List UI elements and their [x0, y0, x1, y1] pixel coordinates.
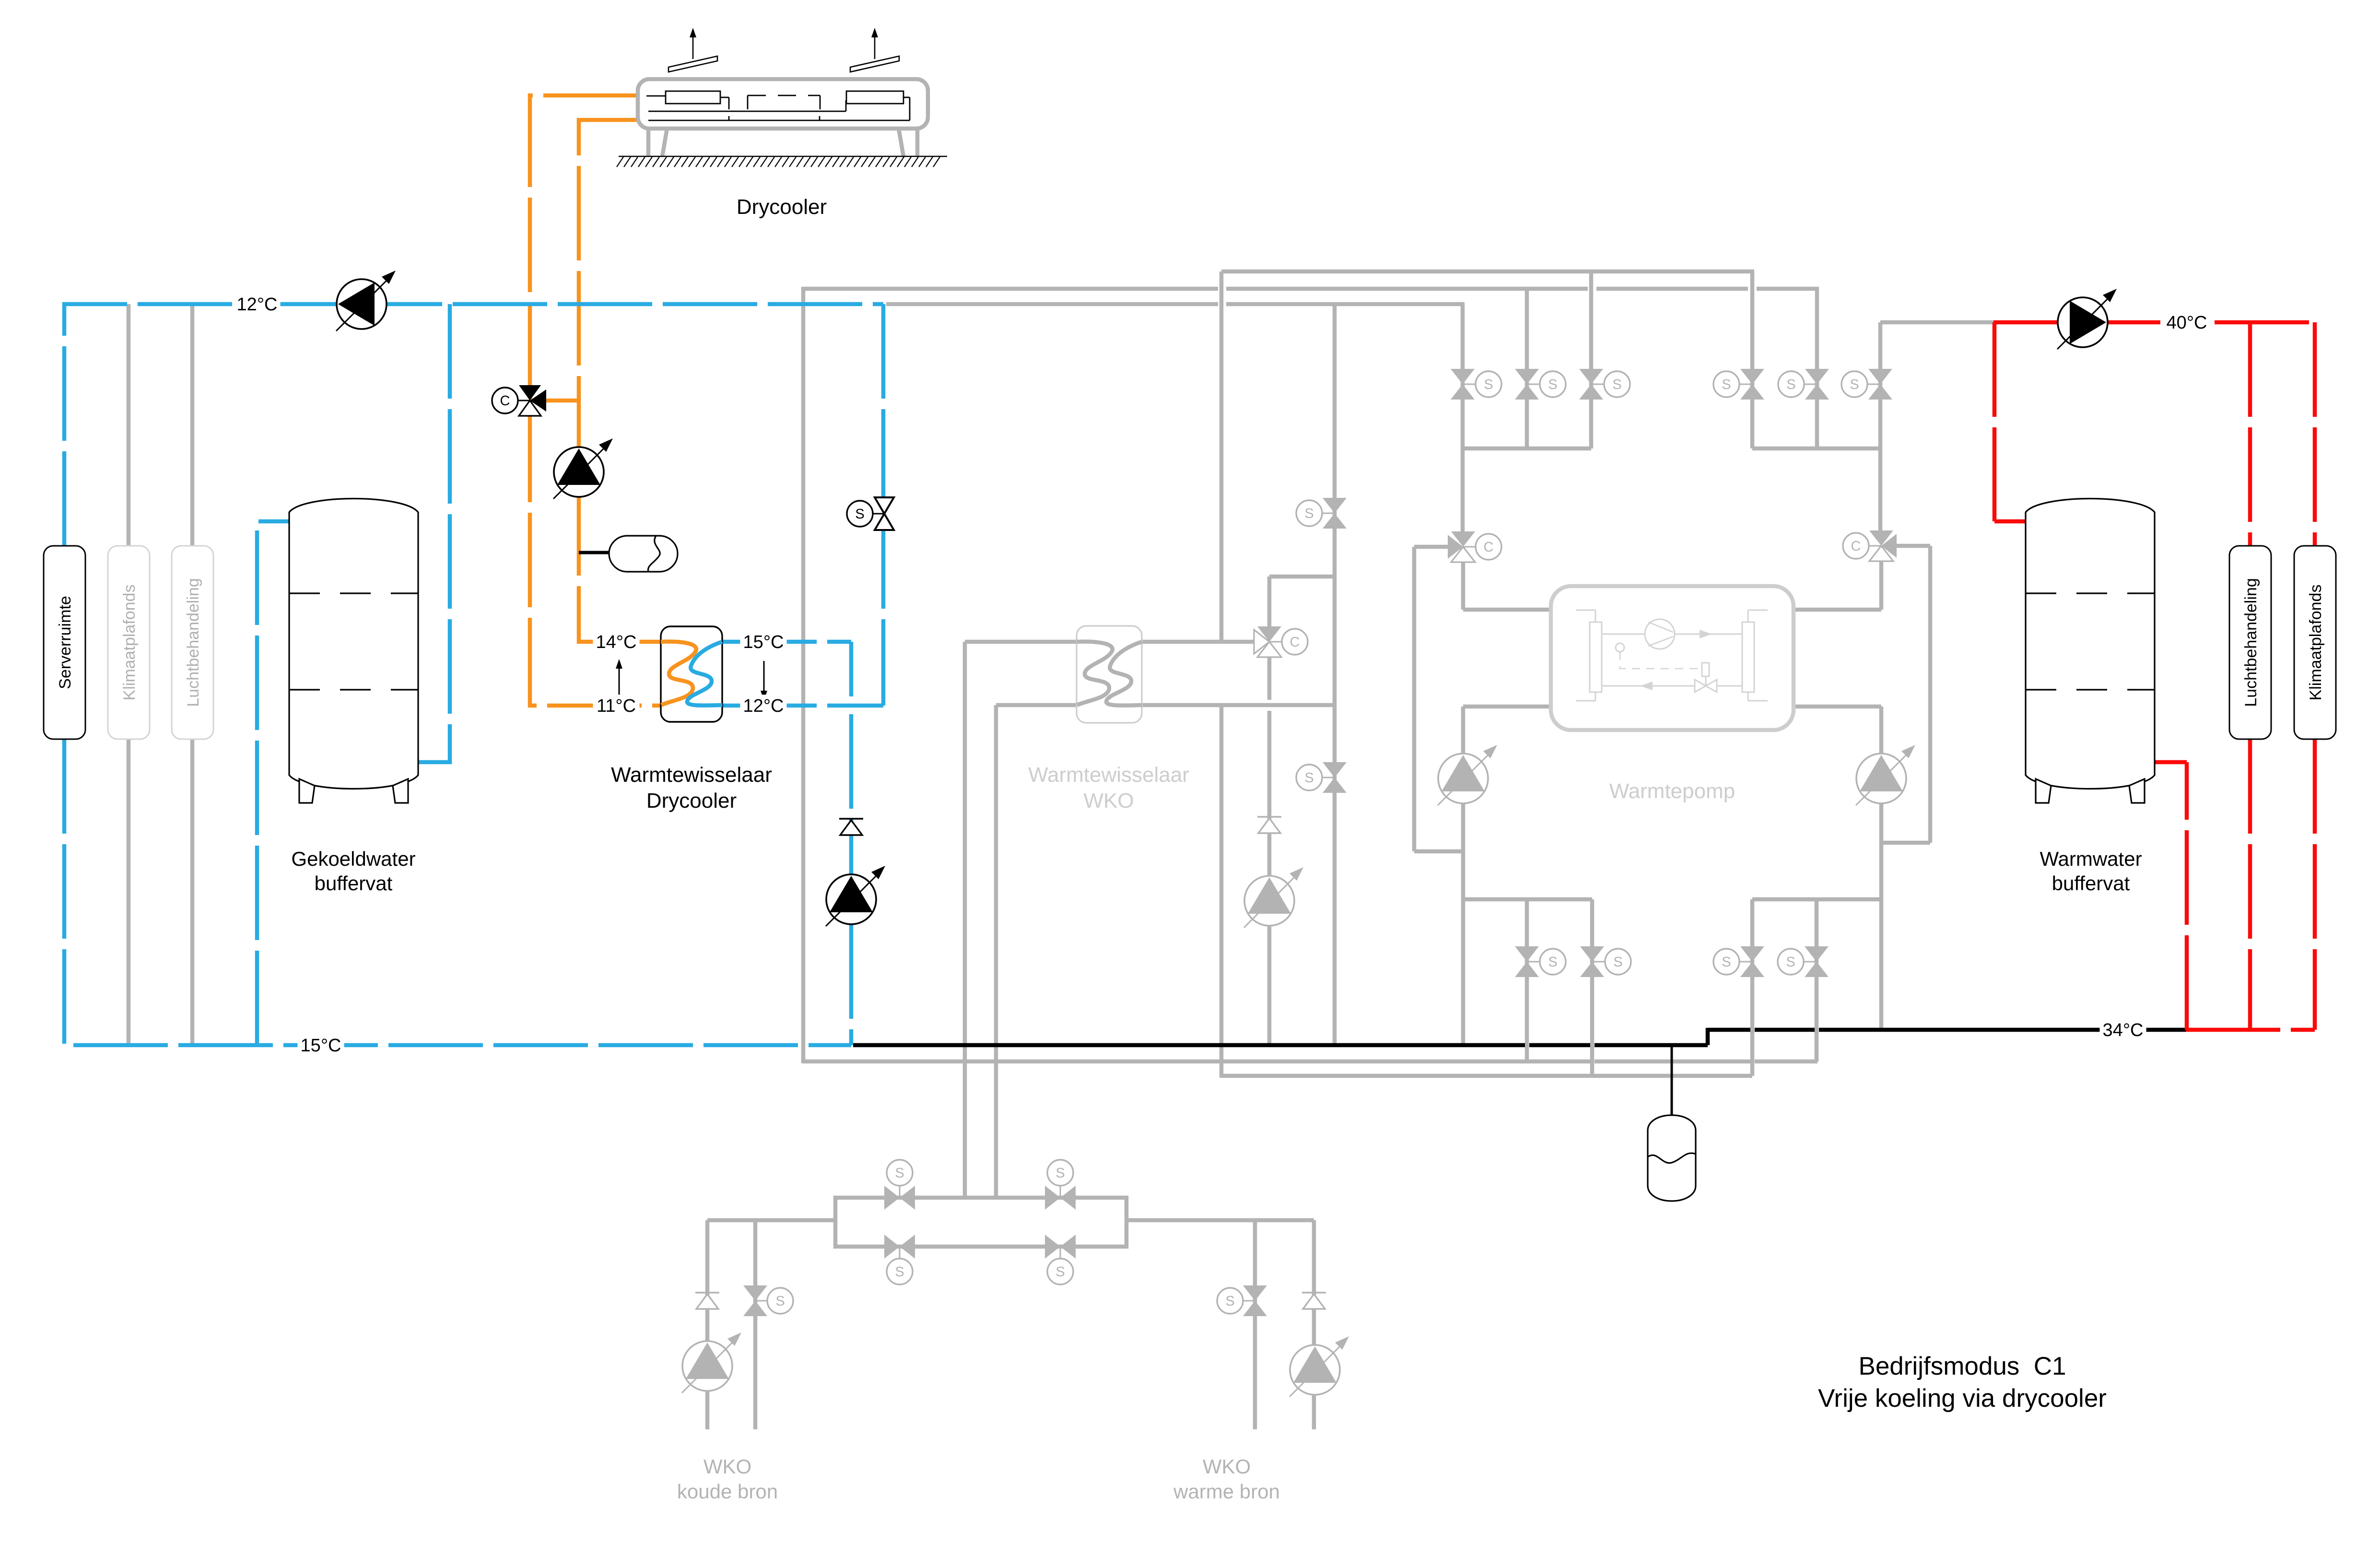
svg-text:S: S — [1225, 1294, 1234, 1309]
svg-text:S: S — [775, 1294, 785, 1309]
svg-text:S: S — [1055, 1264, 1065, 1280]
svg-text:Drycooler: Drycooler — [737, 195, 827, 219]
svg-text:S: S — [1055, 1166, 1065, 1181]
svg-text:S: S — [1612, 377, 1621, 392]
svg-text:S: S — [1722, 954, 1731, 970]
svg-text:11°C: 11°C — [597, 696, 636, 716]
svg-text:Vrije koeling via drycooler: Vrije koeling via drycooler — [1818, 1384, 2107, 1413]
svg-text:12°C: 12°C — [237, 294, 278, 315]
svg-text:C: C — [500, 393, 510, 409]
svg-text:S: S — [895, 1264, 904, 1280]
svg-text:S: S — [1304, 770, 1313, 786]
svg-text:Serverruimte: Serverruimte — [56, 596, 74, 689]
svg-text:12°C: 12°C — [743, 696, 784, 716]
svg-text:S: S — [1548, 377, 1557, 392]
svg-text:Warmtewisselaar: Warmtewisselaar — [611, 763, 772, 787]
svg-text:Klimaatplafonds: Klimaatplafonds — [120, 585, 139, 701]
svg-text:C: C — [1290, 635, 1300, 650]
svg-text:S: S — [1722, 377, 1731, 392]
svg-text:Warmtepomp: Warmtepomp — [1609, 779, 1735, 803]
svg-text:C: C — [1484, 540, 1494, 555]
svg-text:koude bron: koude bron — [677, 1480, 778, 1503]
svg-text:34°C: 34°C — [2103, 1020, 2144, 1040]
svg-text:S: S — [855, 506, 864, 522]
svg-text:Bedrijfsmodus C1: Bedrijfsmodus C1 — [1858, 1352, 2066, 1380]
svg-text:Warmtewisselaar: Warmtewisselaar — [1028, 763, 1189, 787]
svg-text:WKO: WKO — [1203, 1455, 1251, 1478]
svg-text:S: S — [1613, 954, 1622, 970]
svg-text:Drycooler: Drycooler — [646, 789, 737, 813]
svg-text:S: S — [895, 1166, 904, 1181]
svg-text:S: S — [1850, 377, 1859, 392]
svg-text:15°C: 15°C — [743, 632, 784, 652]
svg-text:Luchtbehandeling: Luchtbehandeling — [2242, 578, 2260, 707]
svg-text:S: S — [1304, 506, 1313, 521]
svg-text:Gekoeldwater: Gekoeldwater — [291, 848, 415, 870]
svg-text:WKO: WKO — [703, 1455, 751, 1478]
svg-text:Klimaatplafonds: Klimaatplafonds — [2307, 585, 2325, 701]
svg-text:S: S — [1548, 954, 1557, 970]
svg-text:40°C: 40°C — [2167, 313, 2207, 333]
svg-text:warme bron: warme bron — [1173, 1480, 1280, 1503]
svg-text:buffervat: buffervat — [315, 872, 393, 895]
svg-text:WKO: WKO — [1083, 789, 1134, 813]
svg-text:Luchtbehandeling: Luchtbehandeling — [184, 578, 202, 707]
svg-text:C: C — [1851, 539, 1861, 554]
svg-text:S: S — [1786, 377, 1795, 392]
svg-text:buffervat: buffervat — [2052, 872, 2130, 895]
svg-text:S: S — [1484, 377, 1493, 392]
svg-text:Warmwater: Warmwater — [2040, 848, 2142, 870]
svg-text:15°C: 15°C — [301, 1036, 341, 1056]
svg-text:S: S — [1786, 954, 1795, 970]
svg-text:14°C: 14°C — [596, 632, 637, 652]
